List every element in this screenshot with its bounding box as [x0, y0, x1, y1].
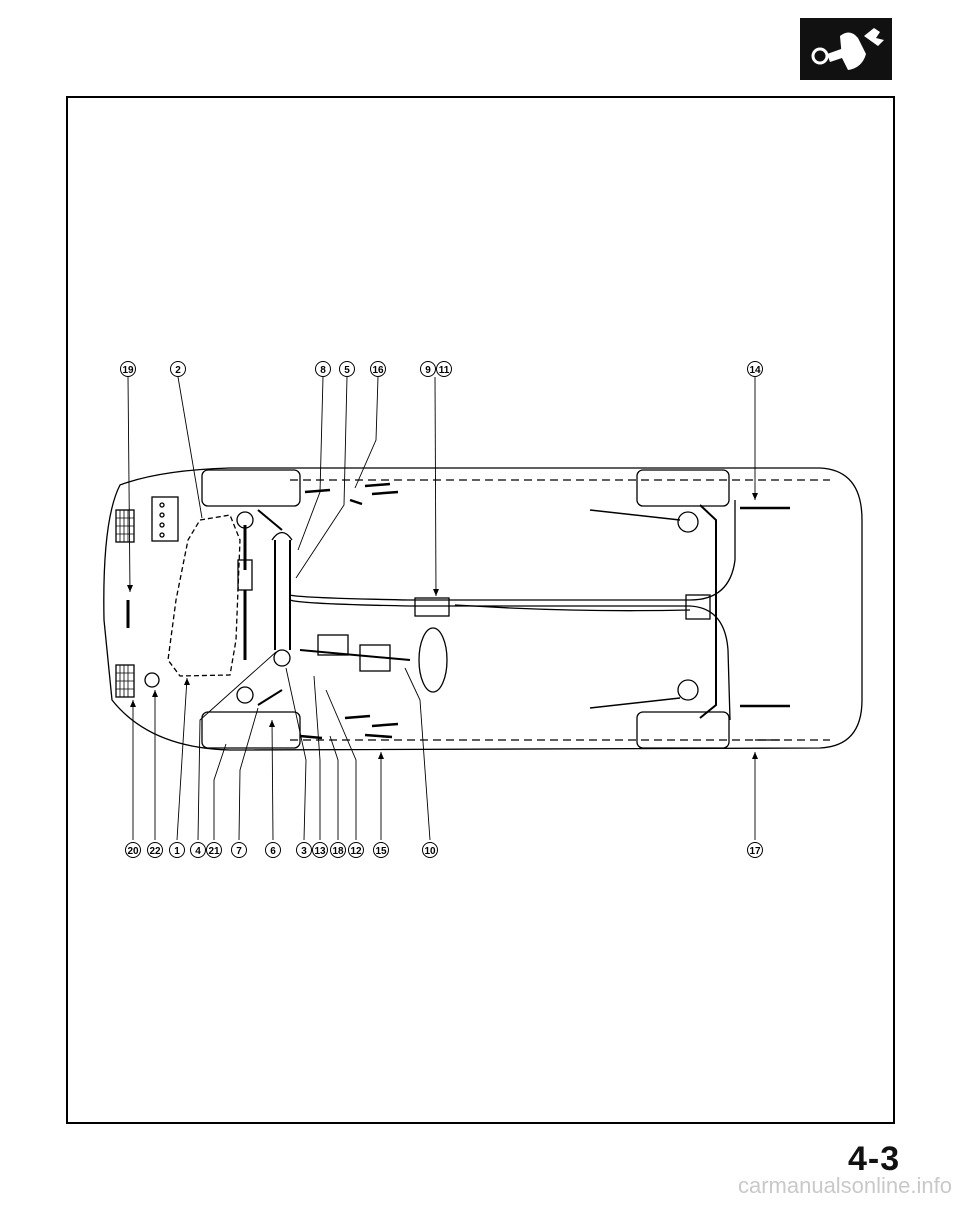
callout-6: 6: [265, 842, 281, 858]
callout-20: 20: [125, 842, 141, 858]
svg-text:22: 22: [149, 846, 161, 857]
wheel-rear-right: [636, 711, 730, 749]
proportioning-valve: [414, 597, 450, 617]
svg-text:9: 9: [425, 365, 431, 376]
svg-text:5: 5: [344, 365, 350, 376]
svg-text:2: 2: [175, 365, 181, 376]
car-body-outline: [103, 467, 863, 751]
svg-text:11: 11: [439, 365, 450, 376]
wheel-rear-left: [636, 469, 730, 507]
callout-9: 9: [420, 361, 436, 377]
wrench-hand-icon: [800, 18, 892, 80]
callout-18: 18: [330, 842, 346, 858]
callout-19: 19: [120, 361, 136, 377]
svg-text:13: 13: [314, 846, 326, 857]
callout-17: 17: [747, 842, 763, 858]
svg-text:21: 21: [208, 846, 220, 857]
wheel-front-left: [201, 469, 301, 507]
diagram-frame: [66, 96, 895, 1124]
svg-text:12: 12: [350, 846, 362, 857]
page-number: 4-3: [848, 1140, 901, 1178]
service-logo: [800, 18, 892, 80]
svg-text:19: 19: [122, 365, 134, 376]
callout-22: 22: [147, 842, 163, 858]
svg-text:15: 15: [375, 846, 387, 857]
callout-13: 13: [312, 842, 328, 858]
engine-outline: [167, 514, 241, 677]
callout-12: 12: [348, 842, 364, 858]
svg-text:10: 10: [424, 846, 436, 857]
watermark: carmanualsonline.info: [737, 1173, 952, 1198]
svg-text:20: 20: [127, 846, 139, 857]
callout-7: 7: [231, 842, 247, 858]
callout-16: 16: [370, 361, 386, 377]
svg-text:1: 1: [174, 846, 180, 857]
callout-3: 3: [296, 842, 312, 858]
svg-text:18: 18: [332, 846, 344, 857]
svg-text:4: 4: [195, 846, 201, 857]
callout-15: 15: [373, 842, 389, 858]
svg-text:14: 14: [749, 365, 761, 376]
callout-14: 14: [747, 361, 763, 377]
svg-text:3: 3: [301, 846, 307, 857]
callout-4: 4: [190, 842, 206, 858]
battery: [151, 496, 179, 542]
svg-text:16: 16: [372, 365, 384, 376]
svg-text:6: 6: [270, 846, 276, 857]
callout-21: 21: [206, 842, 222, 858]
svg-text:17: 17: [749, 846, 761, 857]
callout-2: 2: [170, 361, 186, 377]
callouts-bottom: 20 22 1 4 21 7 6 3: [125, 842, 763, 858]
callout-1: 1: [169, 842, 185, 858]
callout-5: 5: [339, 361, 355, 377]
callout-11: 11: [436, 361, 452, 377]
wheel-front-right: [201, 711, 301, 749]
callout-8: 8: [315, 361, 331, 377]
svg-text:7: 7: [236, 846, 242, 857]
svg-text:8: 8: [320, 365, 326, 376]
callout-10: 10: [422, 842, 438, 858]
callouts-top: 19 2 8 5 16 9 11 14: [120, 361, 763, 377]
